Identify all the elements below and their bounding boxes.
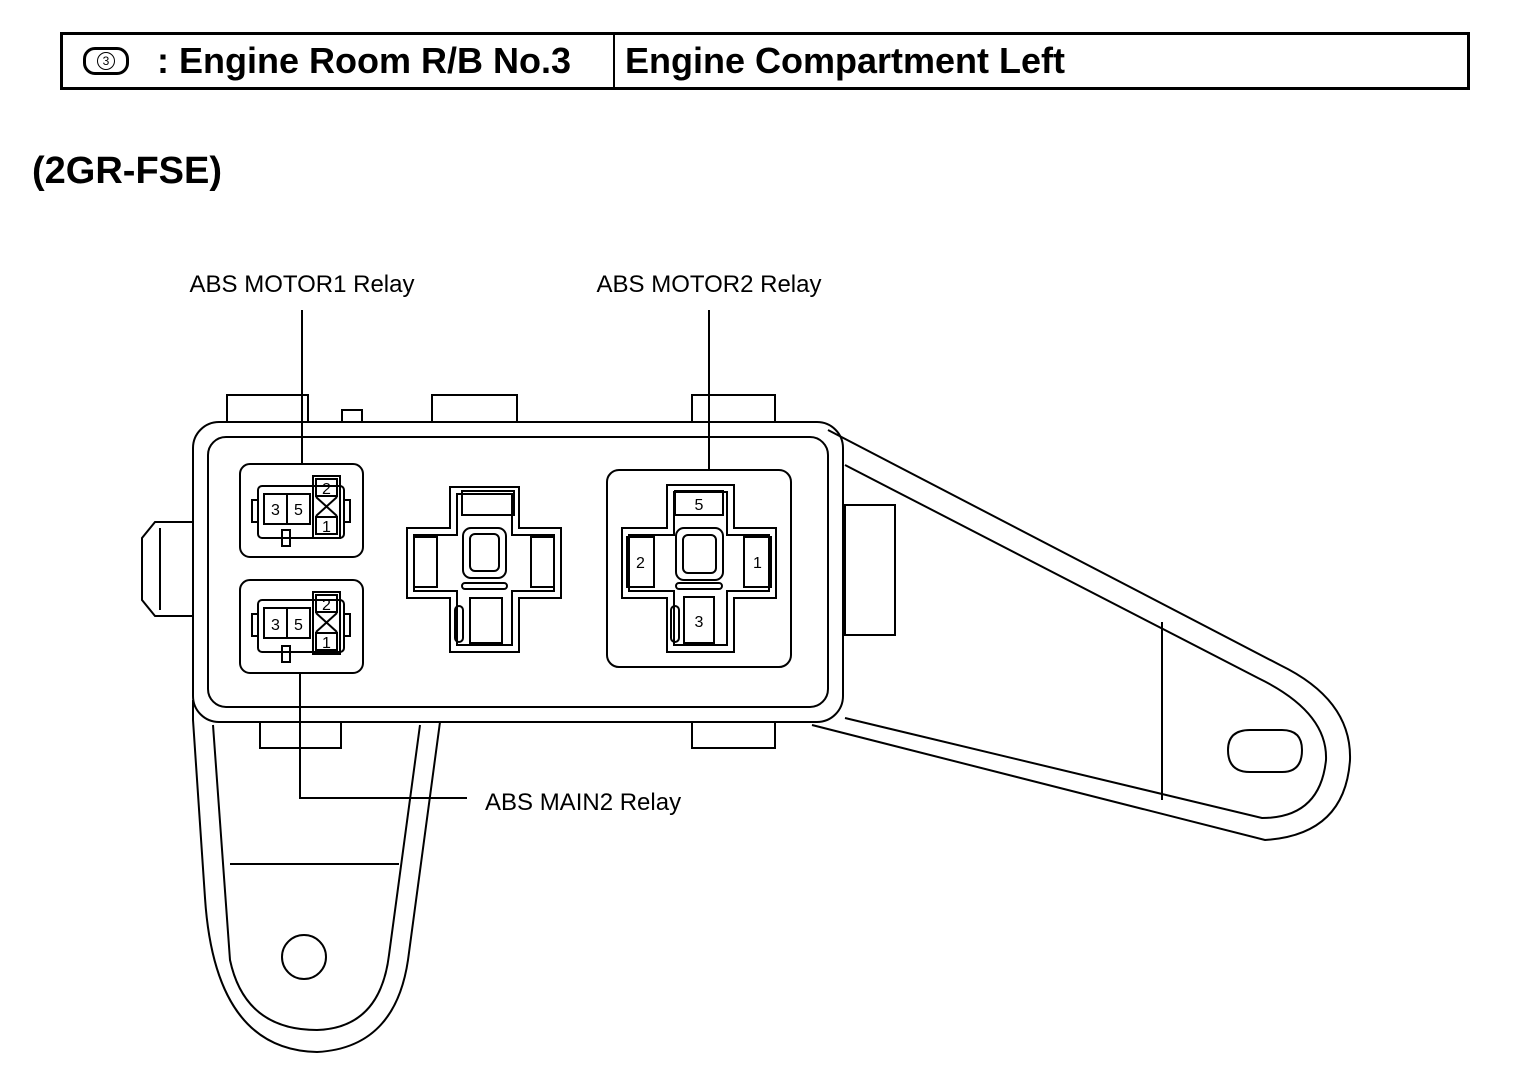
location-name: Engine Compartment Left [625,40,1066,81]
bottom-tabs [259,722,776,749]
location-number: 3 [97,52,115,70]
header-location-cell: Engine Compartment Left [615,35,1467,87]
abs-main2-relay-socket: 3 5 2 1 [239,579,364,674]
pin-3: 3 [271,502,280,519]
pin-2: 2 [636,555,645,572]
empty-relay-cavity [406,486,562,653]
pin-5: 5 [695,497,704,514]
abs-motor1-relay-socket: 3 5 2 1 [239,463,364,558]
engine-variant-title: (2GR-FSE) [32,150,222,192]
pin-5: 5 [294,502,303,519]
housing-inner [207,436,829,708]
left-side-tab [141,521,193,617]
pin-5: 5 [294,617,303,634]
pin-1: 1 [753,555,762,572]
right-arm [811,429,1352,842]
abs-motor2-relay-label: ABS MOTOR2 Relay [597,271,822,298]
location-badge: 3 [83,47,129,75]
pin-2: 2 [322,481,331,498]
leader-lines [299,310,710,799]
housing-outer [192,421,844,723]
pin-2: 2 [322,597,331,614]
lower-mounting-hole [281,934,327,980]
pin-1: 1 [322,635,331,652]
header-table: 3 : Engine Room R/B No.3 Engine Compartm… [60,32,1470,90]
lower-bracket [192,700,441,1054]
header-relay-block-cell: 3 : Engine Room R/B No.3 [63,35,615,87]
top-tabs [226,394,776,422]
pin-1: 1 [322,519,331,536]
abs-main2-relay-label: ABS MAIN2 Relay [485,789,681,816]
pin-3: 3 [271,617,280,634]
pin-3: 3 [695,614,704,631]
relay-block-name: : Engine Room R/B No.3 [157,40,571,81]
abs-motor2-relay-socket: 5 2 1 3 [606,469,792,668]
abs-motor1-relay-label: ABS MOTOR1 Relay [190,271,415,298]
arm-mounting-hole [1226,729,1304,773]
